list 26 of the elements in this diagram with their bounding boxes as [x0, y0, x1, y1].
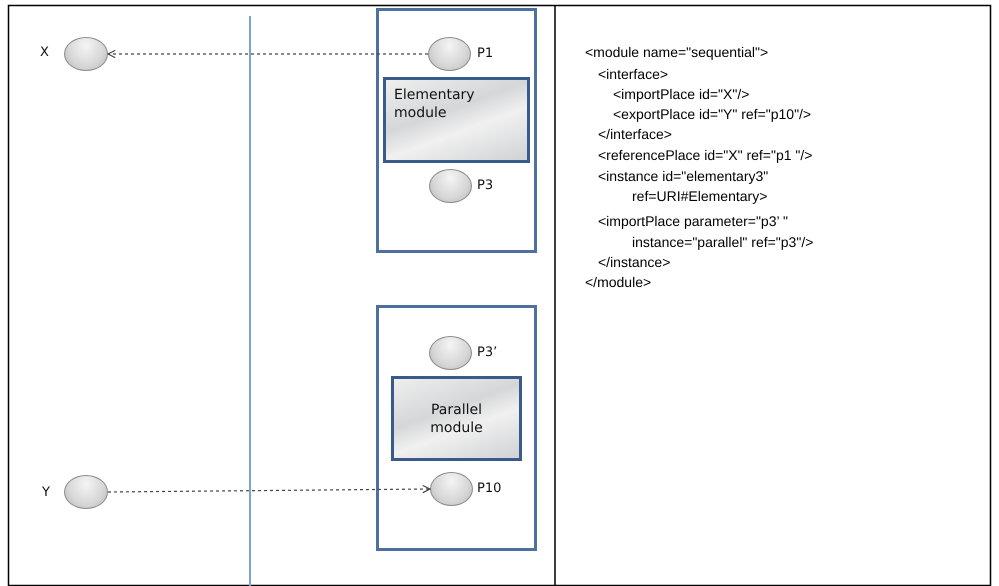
code-line: instance="parallel" ref="p3"/> [632, 234, 814, 250]
code-line: </module> [585, 274, 652, 290]
place-label: P3 [477, 178, 494, 193]
module-box [383, 77, 530, 163]
place-label: P10 [477, 481, 502, 496]
place-label: P1 [477, 46, 494, 61]
module-frame [376, 305, 537, 551]
module-name: Elementary module [394, 86, 476, 122]
code-line: </interface> [598, 126, 672, 142]
code-line: <exportPlace id="Y" ref="p10"/> [613, 106, 812, 122]
module-box [391, 376, 522, 461]
code-line: </instance> [598, 254, 670, 270]
code-line: <importPlace parameter="p3’ " [598, 213, 788, 229]
code-line: <interface> [598, 66, 668, 82]
code-line: <referencePlace id="X" ref="p1 "/> [598, 147, 812, 163]
module-name: Parallel module [429, 400, 484, 436]
code-line: ref=URI#Elementary> [632, 188, 768, 204]
place-label: Y [42, 485, 50, 500]
code-line: <instance id="elementary3" [598, 168, 768, 184]
dashed-arrow [108, 484, 431, 494]
module-frame [376, 8, 537, 253]
place-label: P3’ [477, 345, 498, 360]
code-line: <importPlace id="X"/> [613, 86, 750, 102]
dashed-arrow [107, 50, 428, 58]
code-line: <module name="sequential"> [585, 44, 768, 60]
place-label: X [40, 45, 49, 60]
